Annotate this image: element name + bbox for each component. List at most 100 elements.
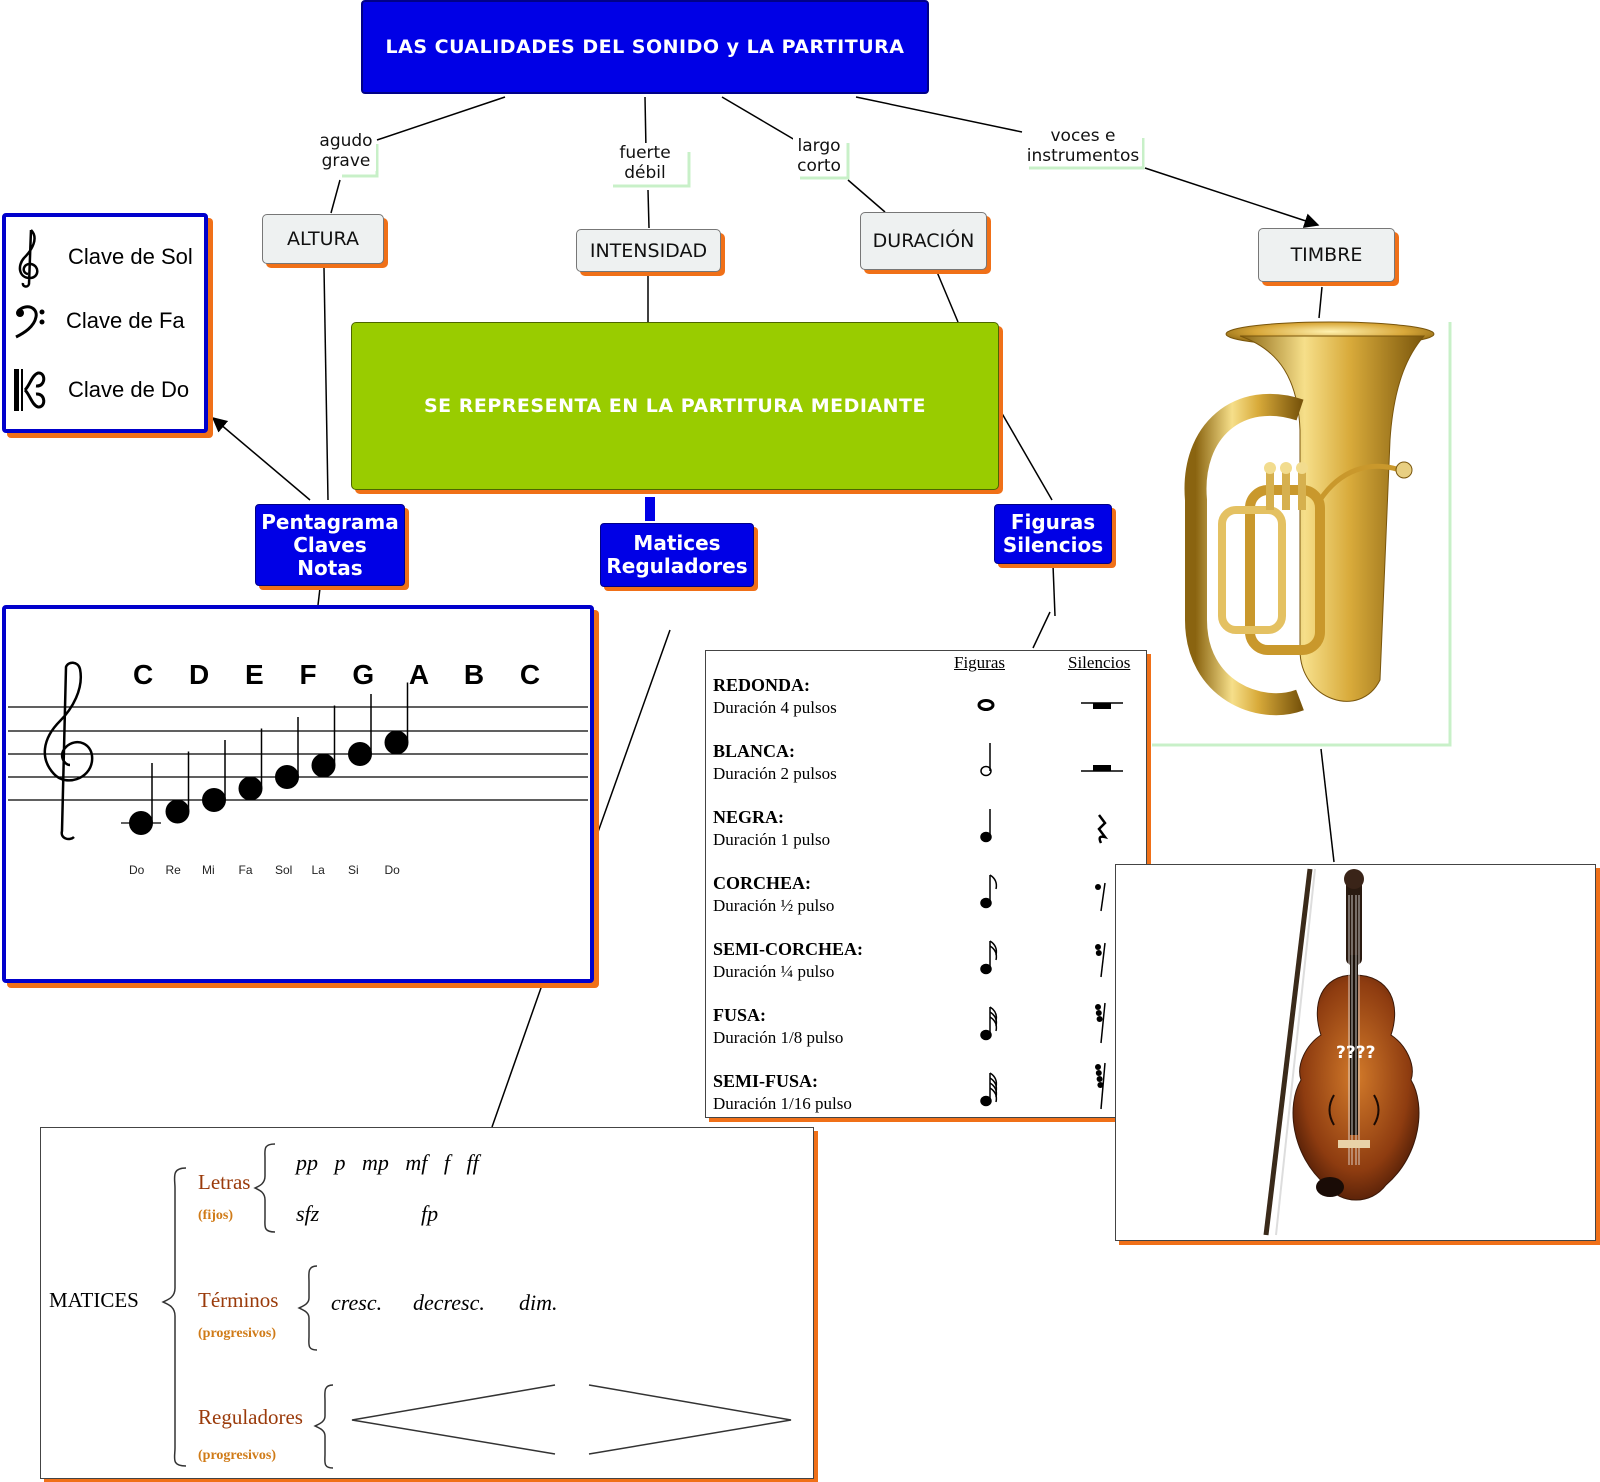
alto-clef-icon [14, 369, 46, 411]
rest-dot [1095, 884, 1101, 890]
staff-note [348, 742, 372, 766]
concept-intensidad[interactable]: INTENSIDAD [576, 229, 721, 272]
clef-row-fa: Clave de Fa [12, 289, 198, 353]
reguladores-label: Reguladores [198, 1405, 303, 1429]
note-name: La [311, 863, 325, 877]
central-concept[interactable]: SE REPRESENTA EN LA PARTITURA MEDIANTE [351, 322, 999, 490]
figure-duration: Duración 1/8 pulso [713, 1028, 844, 1047]
rest-dot [1095, 950, 1102, 956]
staff-note [202, 788, 226, 812]
termino-decresc: decresc. [413, 1290, 485, 1315]
concept-duracion[interactable]: DURACIÓN [860, 212, 987, 270]
treble-clef-icon [43, 661, 94, 841]
figure-name: NEGRA: [713, 807, 784, 827]
main-title-box[interactable]: LAS CUALIDADES DEL SONIDO y LA PARTITURA [361, 0, 929, 94]
rest-dot [1095, 1070, 1102, 1076]
rest-icon [1100, 942, 1106, 978]
terminos-sub: (progresivos) [198, 1326, 277, 1341]
matices-braces [161, 1143, 792, 1469]
bass-clef-icon [15, 305, 45, 339]
figure-flag [989, 874, 998, 890]
figure-name: SEMI-CORCHEA: [713, 939, 864, 959]
note-name: Fa [238, 863, 253, 877]
tuba-image [1184, 321, 1435, 716]
letras-sfz: sfz [296, 1201, 320, 1226]
rest-dot [1096, 1076, 1103, 1082]
letras-label: Letras [198, 1170, 251, 1194]
clef-row-do: Clave de Do [12, 353, 198, 427]
rest-dot [1095, 944, 1101, 950]
main-title: LAS CUALIDADES DEL SONIDO y LA PARTITURA [385, 36, 905, 58]
rest-icon [1100, 1002, 1106, 1044]
staff-notes-illustration [8, 661, 588, 841]
figure-note-icon [980, 963, 992, 975]
clef-row-sol: Clave de Sol [12, 225, 198, 289]
treble-clef-icon [18, 229, 39, 288]
rest-icon [1097, 814, 1109, 844]
matices-label: MATICES [49, 1288, 139, 1312]
letras-row1: pp p mp mf f ff [296, 1150, 479, 1175]
figure-name: SEMI-FUSA: [713, 1071, 819, 1091]
note-name: Do [384, 863, 400, 877]
staff-note [165, 799, 190, 824]
figure-name: BLANCA: [713, 741, 796, 761]
staff-notes [121, 682, 409, 835]
termino-dim: dim. [519, 1290, 558, 1315]
figure-note-icon [980, 1029, 992, 1041]
letras-fp: fp [421, 1201, 439, 1226]
figure-flag [989, 1087, 998, 1103]
figure-name: REDONDA: [713, 675, 810, 695]
figure-flag [989, 1016, 998, 1032]
figure-duration: Duración ¼ pulso [713, 962, 835, 981]
staff-note [238, 776, 263, 801]
rest-dot [1097, 1082, 1104, 1088]
note-name: Mi [202, 863, 215, 877]
letras-sub: (fijos) [198, 1208, 233, 1223]
staff-note [311, 753, 336, 778]
figure-name: FUSA: [713, 1005, 766, 1025]
figure-duration: Duración 2 pulsos [713, 764, 837, 783]
concept-timbre[interactable]: TIMBRE [1258, 228, 1395, 282]
figure-note-icon [977, 699, 995, 711]
matices-panel: MATICES Letras (fijos) pp p mp mf f ff s… [40, 1127, 814, 1479]
rest-icon [1093, 765, 1111, 771]
note-name: Do [129, 863, 145, 877]
termino-cresc: cresc. [331, 1290, 383, 1315]
figure-note-icon [980, 831, 992, 843]
col-figuras-header: Figuras [954, 653, 1005, 672]
rest-dot [1095, 1010, 1102, 1016]
reguladores-sub: (progresivos) [198, 1448, 277, 1463]
rest-dot [1096, 1016, 1103, 1022]
staff-note [384, 730, 409, 755]
violin-image [1263, 868, 1420, 1236]
note-name: Sol [275, 863, 293, 877]
violin-caption: ???? [1336, 1043, 1376, 1063]
figure-flag [989, 945, 998, 961]
figure-note-icon [980, 765, 992, 777]
rest-dot [1095, 1004, 1101, 1010]
note-name: Si [348, 863, 359, 877]
figures-symbols [977, 699, 1123, 1110]
clefs-panel: Clave de Sol Clave de Fa Clave de Do [2, 213, 208, 433]
figure-duration: Duración 1 pulso [713, 830, 831, 849]
note-letters: C D E F G A B C [133, 659, 555, 690]
staff-note [275, 765, 299, 789]
figure-name: CORCHEA: [713, 873, 811, 893]
terminos-label: Términos [198, 1288, 279, 1312]
col-silencios-header: Silencios [1068, 653, 1131, 672]
rest-icon [1093, 703, 1111, 709]
figure-note-icon [980, 1095, 992, 1107]
rest-icon [1100, 882, 1106, 912]
violin-panel: ???? [1115, 864, 1596, 1241]
figure-duration: Duración 1/16 pulso [713, 1094, 852, 1113]
concept-altura[interactable]: ALTURA [262, 214, 384, 264]
